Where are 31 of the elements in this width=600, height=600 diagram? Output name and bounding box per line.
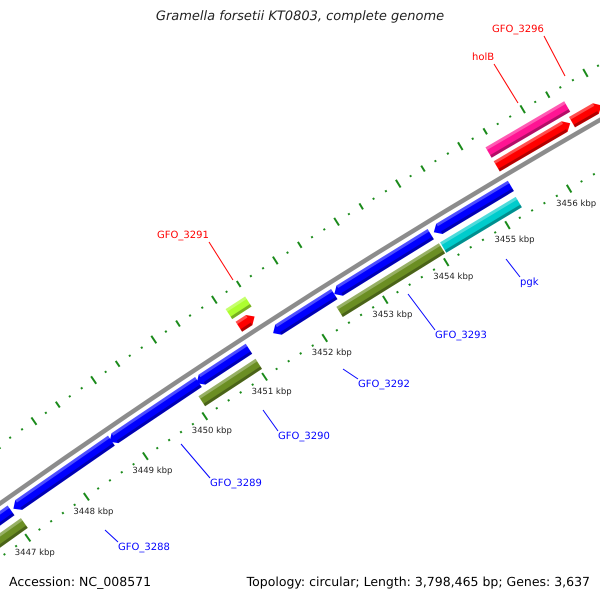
leader-line <box>544 36 566 76</box>
genome-info-text: Topology: circular; Length: 3,798,465 bp; Genes: 3,637 <box>246 574 590 589</box>
scale-label: 3447 kbp <box>14 548 55 558</box>
gene-label: pgk <box>520 277 538 289</box>
leader-line <box>408 294 436 330</box>
scale-label: 3454 kbp <box>433 272 474 282</box>
scale-label: 3449 kbp <box>132 466 172 476</box>
gene-label: GFO_3289 <box>210 478 262 490</box>
gene-label: GFO_3296 <box>492 24 544 36</box>
gene-label: GFO_3288 <box>118 542 170 554</box>
scale-label: 3451 kbp <box>252 386 292 397</box>
accession-text: Accession: NC_008571 <box>9 574 152 589</box>
gene-label: GFO_3291 <box>157 230 209 242</box>
leader-line <box>506 258 520 278</box>
leader-line <box>342 368 358 380</box>
scale-label: 3455 kbp <box>494 235 535 246</box>
title: Gramella forsetii KT0803, complete genome <box>154 9 446 24</box>
leader-line <box>494 64 518 104</box>
gene-label: holB <box>472 52 494 64</box>
scale-label: 3452 kbp <box>312 348 352 358</box>
leader-line <box>180 444 210 478</box>
scale-label: 3453 kbp <box>372 310 412 320</box>
gene-label: GFO_3293 <box>435 330 487 342</box>
gene-label: GFO_3292 <box>358 379 410 391</box>
leader-line <box>208 242 234 280</box>
leader-line <box>262 410 278 432</box>
leader-line <box>104 530 118 542</box>
scale-label: 3456 kbp <box>556 198 596 209</box>
scale-label: 3450 kbp <box>192 426 232 436</box>
gene-label: GFO_3290 <box>278 431 330 443</box>
scale-label: 3448 kbp <box>73 506 114 517</box>
